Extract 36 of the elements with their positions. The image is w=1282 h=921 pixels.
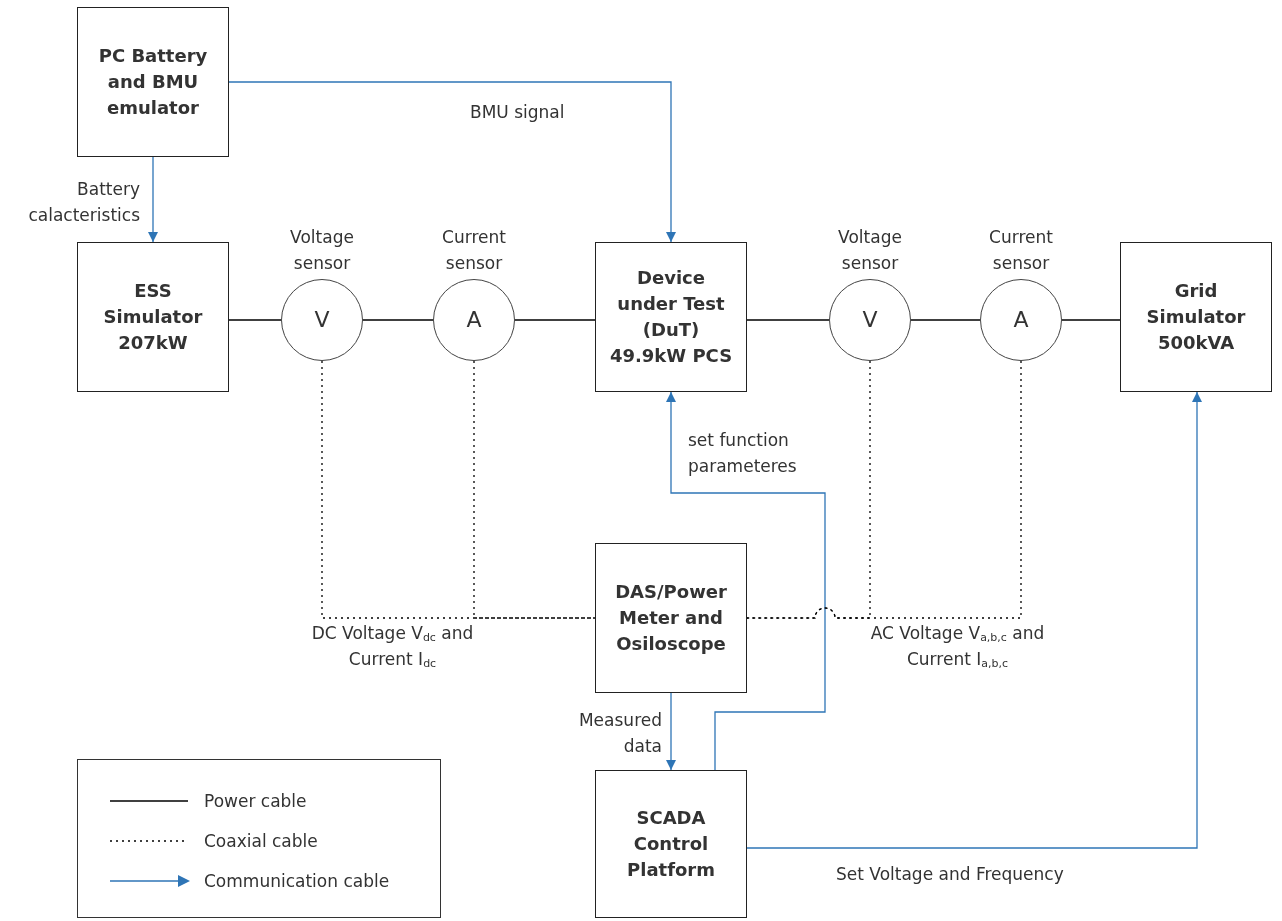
sensor-symbol: A: [1013, 307, 1029, 333]
power-cable-line: [362, 319, 434, 321]
sensor-symbol: V: [862, 307, 878, 333]
power-cable-line: [1061, 319, 1121, 321]
legend-label: Coaxial cable: [204, 831, 318, 851]
power-cable-line: [910, 319, 981, 321]
component-box: [77, 7, 229, 157]
coaxial-cable-line: [321, 360, 596, 619]
component-box: [595, 543, 747, 693]
power-cable-line: [746, 319, 830, 321]
node-label: ESS Simulator 207kW: [102, 279, 204, 355]
node-label: Device under Test (DuT) 49.9kW PCS: [608, 266, 734, 368]
sensor-label: Current sensor: [988, 226, 1054, 275]
sensor-label: Voltage sensor: [837, 226, 903, 275]
component-box: [595, 770, 747, 918]
power-cable-line: [514, 319, 596, 321]
node-label: PC Battery and BMU emulator: [97, 44, 209, 120]
arrow: [148, 156, 158, 243]
node-label: Grid Simulator 500kVA: [1145, 279, 1247, 355]
power-cable-line: [228, 319, 282, 321]
arrow: [746, 391, 1202, 849]
arrow: [666, 391, 826, 771]
node-label: SCADA Control Platform: [626, 806, 716, 882]
sensor-label: Current sensor: [441, 226, 507, 275]
component-box: [1120, 242, 1272, 392]
sensor-symbol: V: [314, 307, 330, 333]
coaxial-cable-line: [746, 360, 1022, 619]
component-box: [595, 242, 747, 392]
component-box: [77, 242, 229, 392]
legend-label: Communication cable: [204, 871, 390, 891]
sensor-label: Voltage sensor: [289, 226, 355, 275]
sensor-symbol: A: [466, 307, 482, 333]
node-label: DAS/Power Meter and Osiloscope: [614, 580, 728, 656]
arrow: [666, 692, 676, 771]
legend-label: Power cable: [204, 791, 307, 811]
arrow: [228, 81, 676, 243]
